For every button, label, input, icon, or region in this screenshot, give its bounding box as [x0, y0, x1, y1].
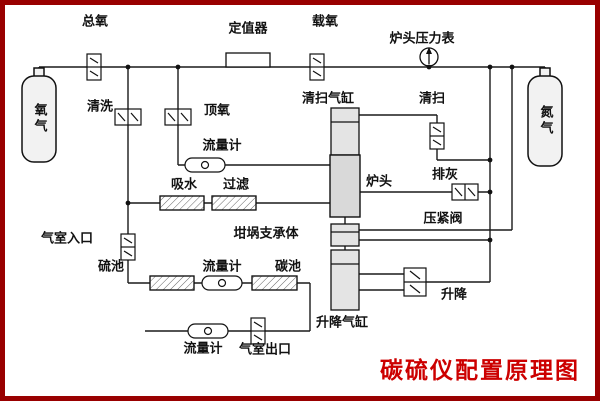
label-furnace-head: 炉头	[365, 174, 393, 190]
label-filter: 过滤	[222, 177, 250, 193]
label-flowmeter-bottom: 流量计	[183, 341, 223, 357]
label-flowmeter-top: 流量计	[202, 138, 242, 154]
valve-ash-discharge	[451, 183, 479, 201]
junction-dots	[125, 64, 515, 243]
label-top-oxygen: 顶氧	[203, 103, 231, 119]
furnace-head-block	[329, 154, 361, 218]
valve-sweep	[429, 122, 445, 150]
pressure-gauge	[419, 47, 439, 67]
label-chamber-inlet: 气室入口	[40, 231, 94, 247]
sweep-cylinder-block	[330, 107, 360, 156]
label-chamber-outlet: 气室出口	[238, 342, 292, 358]
nitrogen-cylinder	[527, 67, 563, 167]
label-ash-discharge: 排灰	[431, 167, 459, 183]
flowmeter-mid-symbol	[201, 275, 243, 291]
label-carrier-oxygen: 载氧	[311, 14, 339, 30]
diagram-title: 碳硫仪配置原理图	[380, 358, 580, 384]
label-furnace-pressure-gauge: 炉头压力表	[389, 31, 455, 47]
label-lift-cylinder: 升降气缸	[315, 315, 369, 331]
label-crucible-support: 坩埚支承体	[233, 226, 299, 242]
valve-chamber-outlet	[250, 317, 266, 345]
label-nitrogen-tank: 氮气	[537, 105, 553, 137]
valve-top-oxygen	[164, 108, 192, 126]
oxygen-cylinder	[21, 67, 57, 163]
label-total-oxygen: 总氧	[81, 14, 109, 30]
label-sweep-cylinder: 清扫气缸	[301, 91, 355, 107]
filter-box	[211, 195, 257, 211]
label-carbon-cell: 碳池	[274, 259, 302, 275]
valve-chamber-inlet	[120, 233, 136, 261]
label-sweep: 清扫	[418, 91, 446, 107]
valve-lift	[403, 267, 427, 297]
label-oxygen-tank: 氧气	[31, 103, 47, 135]
label-lift: 升降	[440, 287, 468, 303]
valve-total-oxygen	[86, 53, 102, 81]
flowmeter-top-symbol	[184, 157, 226, 173]
valve-carrier-oxygen	[309, 53, 325, 81]
label-sulfur-cell: 硫池	[97, 259, 125, 275]
flowmeter-bottom-symbol	[187, 323, 229, 339]
crucible-support-block	[330, 223, 360, 247]
carbon-cell-box	[251, 275, 298, 291]
label-flowmeter-mid: 流量计	[202, 259, 242, 275]
water-absorb-box	[159, 195, 205, 211]
label-regulator: 定值器	[228, 21, 268, 37]
lift-cylinder-block	[330, 249, 360, 311]
label-press-valve: 压紧阀	[423, 211, 463, 227]
sulfur-cell-box	[149, 275, 195, 291]
valve-purge	[114, 108, 142, 126]
regulator-box	[225, 52, 271, 68]
label-purge: 清洗	[86, 99, 114, 115]
label-water-absorb: 吸水	[170, 177, 198, 193]
